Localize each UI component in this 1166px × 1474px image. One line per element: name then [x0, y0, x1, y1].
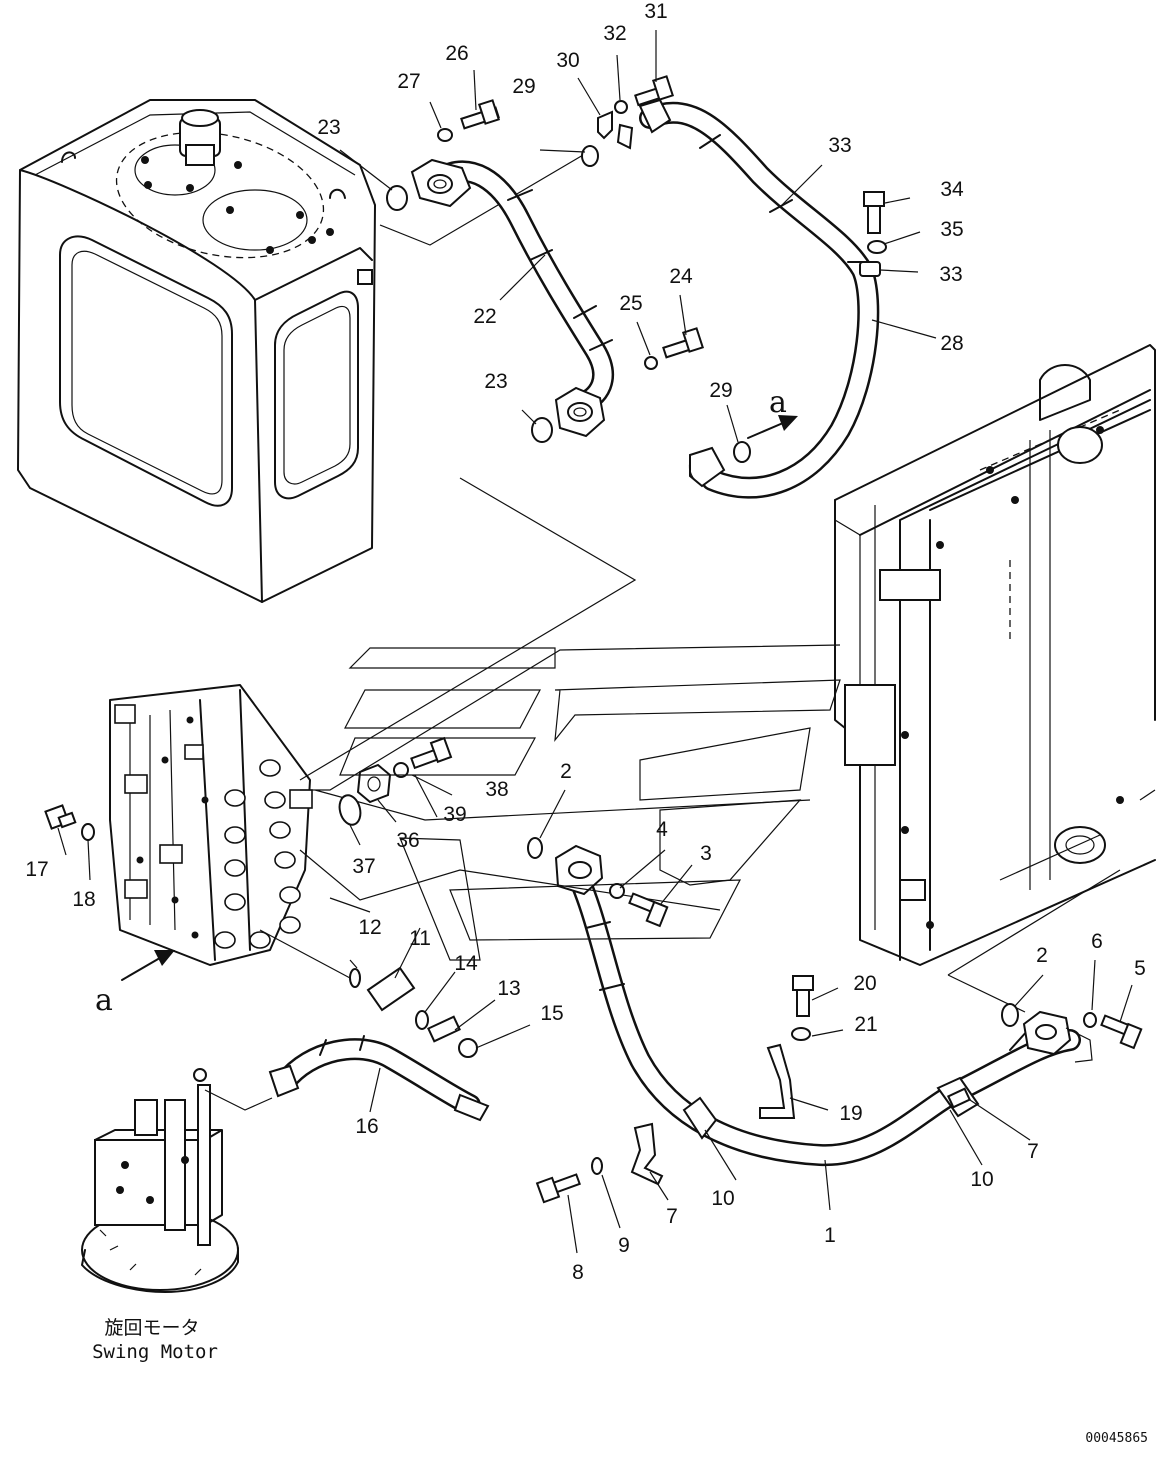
bolt-8 — [535, 1173, 581, 1204]
callout-38: 38 — [485, 778, 508, 801]
callout-32: 32 — [603, 22, 626, 45]
callout-29-lower: 29 — [709, 379, 732, 402]
view-arrow-label-right: a — [769, 385, 787, 420]
bolt-24 — [662, 327, 705, 359]
hose-1 — [554, 844, 1093, 1167]
callout-26: 26 — [445, 42, 468, 65]
callout-30: 30 — [556, 49, 579, 72]
pipe-11 — [366, 966, 416, 1012]
bolt-5 — [1100, 1014, 1143, 1050]
callout-9: 9 — [618, 1234, 630, 1257]
callout-36: 36 — [396, 829, 419, 852]
callout-7-right: 7 — [1027, 1140, 1039, 1163]
view-arrow-label-left: a — [95, 983, 113, 1018]
callout-24: 24 — [669, 265, 693, 288]
bracket-19 — [759, 1043, 796, 1119]
fitting-17 — [44, 804, 77, 830]
callout-13: 13 — [497, 977, 520, 1000]
leader-lines — [57, 30, 1133, 1254]
callout-10-left: 10 — [711, 1187, 734, 1210]
swing-motor-label-en: Swing Motor — [92, 1341, 218, 1363]
bolt-31 — [634, 75, 675, 107]
callout-37: 37 — [352, 855, 375, 878]
callout-12: 12 — [358, 916, 381, 939]
radiator-frame — [834, 344, 1156, 1013]
hose-28 — [638, 98, 881, 499]
clamp-7 — [630, 1122, 664, 1186]
callout-10-right: 10 — [970, 1168, 993, 1191]
swing-motor — [81, 1068, 273, 1293]
callout-25: 25 — [619, 292, 642, 315]
callout-39: 39 — [443, 803, 466, 826]
callout-33-upper: 33 — [828, 134, 851, 157]
callout-4: 4 — [656, 818, 668, 841]
callout-15: 15 — [540, 1002, 563, 1025]
callout-5: 5 — [1134, 957, 1146, 980]
callout-6: 6 — [1091, 930, 1103, 953]
callout-18: 18 — [72, 888, 95, 911]
callout-31: 31 — [644, 0, 667, 23]
callout-22: 22 — [473, 305, 496, 328]
callout-11: 11 — [409, 927, 431, 950]
callout-7-lower: 7 — [666, 1205, 678, 1228]
bolt-3 — [628, 892, 669, 928]
bolt-34 — [863, 191, 885, 234]
callout-28: 28 — [940, 332, 963, 355]
callout-19: 19 — [839, 1102, 862, 1125]
fittings — [44, 75, 1143, 1204]
half-clamp-30 — [597, 110, 634, 150]
document-id: 00045865 — [1085, 1431, 1148, 1446]
hydraulic-tank — [17, 99, 637, 781]
callout-1: 1 — [824, 1224, 836, 1247]
callout-33-lower: 33 — [939, 263, 962, 286]
callout-16: 16 — [355, 1115, 378, 1138]
callout-17: 17 — [25, 858, 48, 881]
callout-21: 21 — [854, 1013, 877, 1036]
callout-labels: 1 2 2 3 4 5 6 7 7 8 9 10 10 11 12 13 14 … — [25, 0, 1146, 1284]
callout-29-upper: 29 — [512, 75, 535, 98]
guide-outlines — [339, 647, 841, 961]
callout-23-upper: 23 — [317, 116, 340, 139]
o-ring-23-lower — [531, 417, 553, 443]
hose-16 — [268, 1035, 490, 1122]
callout-23-lower: 23 — [484, 370, 507, 393]
bolt-26 — [460, 99, 501, 130]
view-arrow-a-right: a — [747, 385, 798, 439]
callout-27: 27 — [397, 70, 420, 93]
bolt-20 — [792, 975, 814, 1017]
view-arrow-a-left: a — [95, 950, 175, 1018]
control-valve — [109, 644, 841, 979]
o-ring-23-upper — [386, 185, 408, 211]
callout-20: 20 — [853, 972, 876, 995]
callout-34: 34 — [940, 178, 964, 201]
bolt-38 — [410, 736, 453, 770]
swing-motor-label-jp: 旋回モータ — [104, 1317, 199, 1339]
callout-8: 8 — [572, 1261, 584, 1284]
fitting-13 — [427, 1015, 461, 1043]
callout-35: 35 — [940, 218, 963, 241]
fitting-36 — [356, 763, 392, 804]
callout-2-upper: 2 — [560, 760, 572, 783]
hose-22 — [410, 158, 614, 438]
callout-2-right: 2 — [1036, 944, 1048, 967]
callout-3: 3 — [700, 842, 712, 865]
callout-14: 14 — [454, 952, 478, 975]
